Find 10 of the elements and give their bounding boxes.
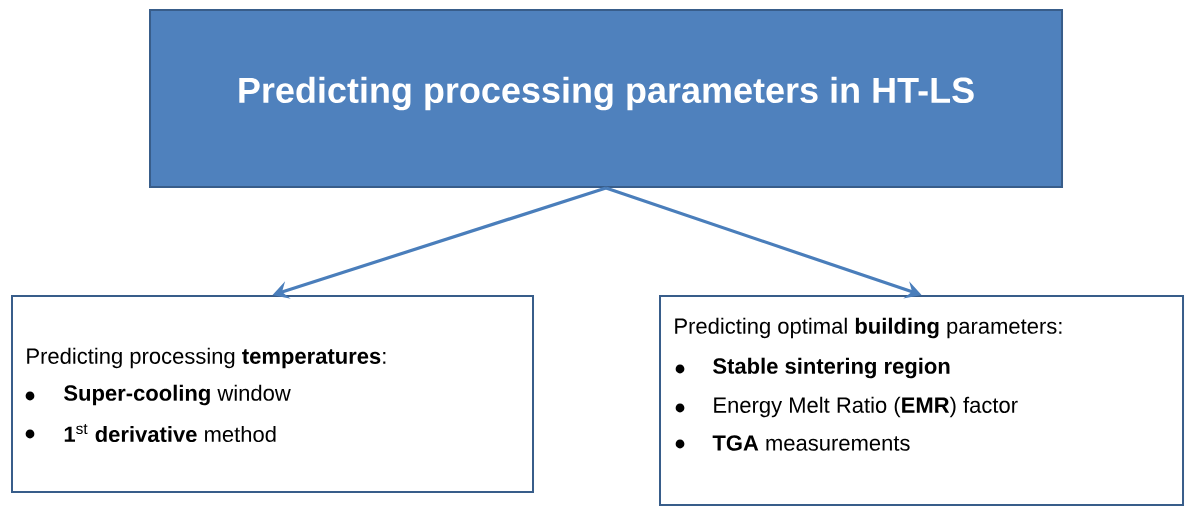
list-item: Stable sintering region: [713, 357, 950, 379]
list-item: Energy Melt Ratio (EMR) factor: [714, 396, 1018, 418]
list-item: TGA measurements: [712, 435, 910, 451]
list-heading: Predicting processing temperatures:: [27, 347, 386, 369]
text-box: [11, 295, 534, 493]
title-box: Predicting processing parameters in HT-LS: [149, 9, 1063, 188]
list-item: Super-cooling window: [64, 384, 291, 406]
text-box: [659, 295, 1184, 506]
list-item: 1$^{st}$ derivative method: [64, 423, 276, 443]
list-heading: Predicting optimal building parameters:: [675, 317, 1062, 339]
